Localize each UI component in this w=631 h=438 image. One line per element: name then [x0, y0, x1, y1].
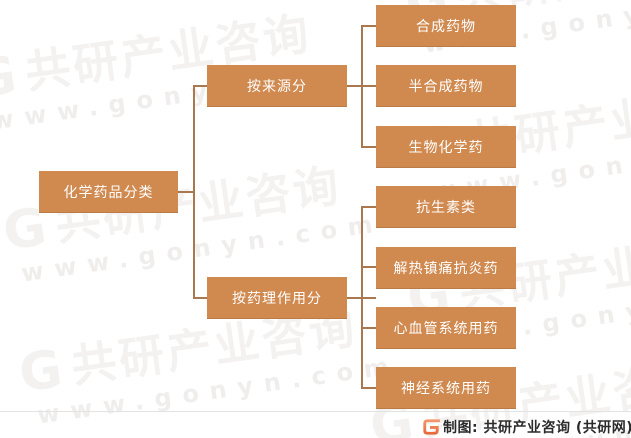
node-by-source: 按来源分 [207, 65, 347, 107]
node-antibiotics: 抗生素类 [376, 186, 516, 228]
connector-line [361, 25, 376, 27]
connector-line [361, 146, 376, 148]
watermark-url: www.gonyn.com [35, 350, 402, 430]
footer-separator [0, 411, 631, 412]
node-biochemical-drugs: 生物化学药 [376, 126, 516, 168]
connector-line [361, 206, 363, 389]
connector-line [361, 327, 376, 329]
connector-line [361, 25, 363, 148]
node-root: 化学药品分类 [39, 171, 178, 213]
connector-line [193, 85, 195, 299]
connector-line [178, 191, 194, 193]
watermark-g-icon: G [0, 45, 21, 111]
node-semi-synthetic-drugs: 半合成药物 [376, 65, 516, 107]
gonyn-logo-icon [423, 419, 440, 435]
node-by-pharmacology: 按药理作用分 [207, 277, 347, 319]
connector-line [361, 206, 376, 208]
footer-credit: 制图: 共研产业咨询 (共研网) [443, 420, 631, 436]
node-antipyretic-analgesic: 解热镇痛抗炎药 [376, 247, 516, 289]
connector-line [193, 297, 207, 299]
connector-line [193, 85, 207, 87]
node-synthetic-drugs: 合成药物 [376, 5, 516, 47]
node-cardiovascular-drugs: 心血管系统用药 [376, 307, 516, 349]
watermark-g-icon: G [15, 339, 67, 405]
node-nervous-system-drugs: 神经系统用药 [376, 367, 516, 409]
connector-line [361, 266, 376, 268]
watermark-url: www.gonyn.com [19, 208, 386, 288]
connector-line [361, 387, 376, 389]
